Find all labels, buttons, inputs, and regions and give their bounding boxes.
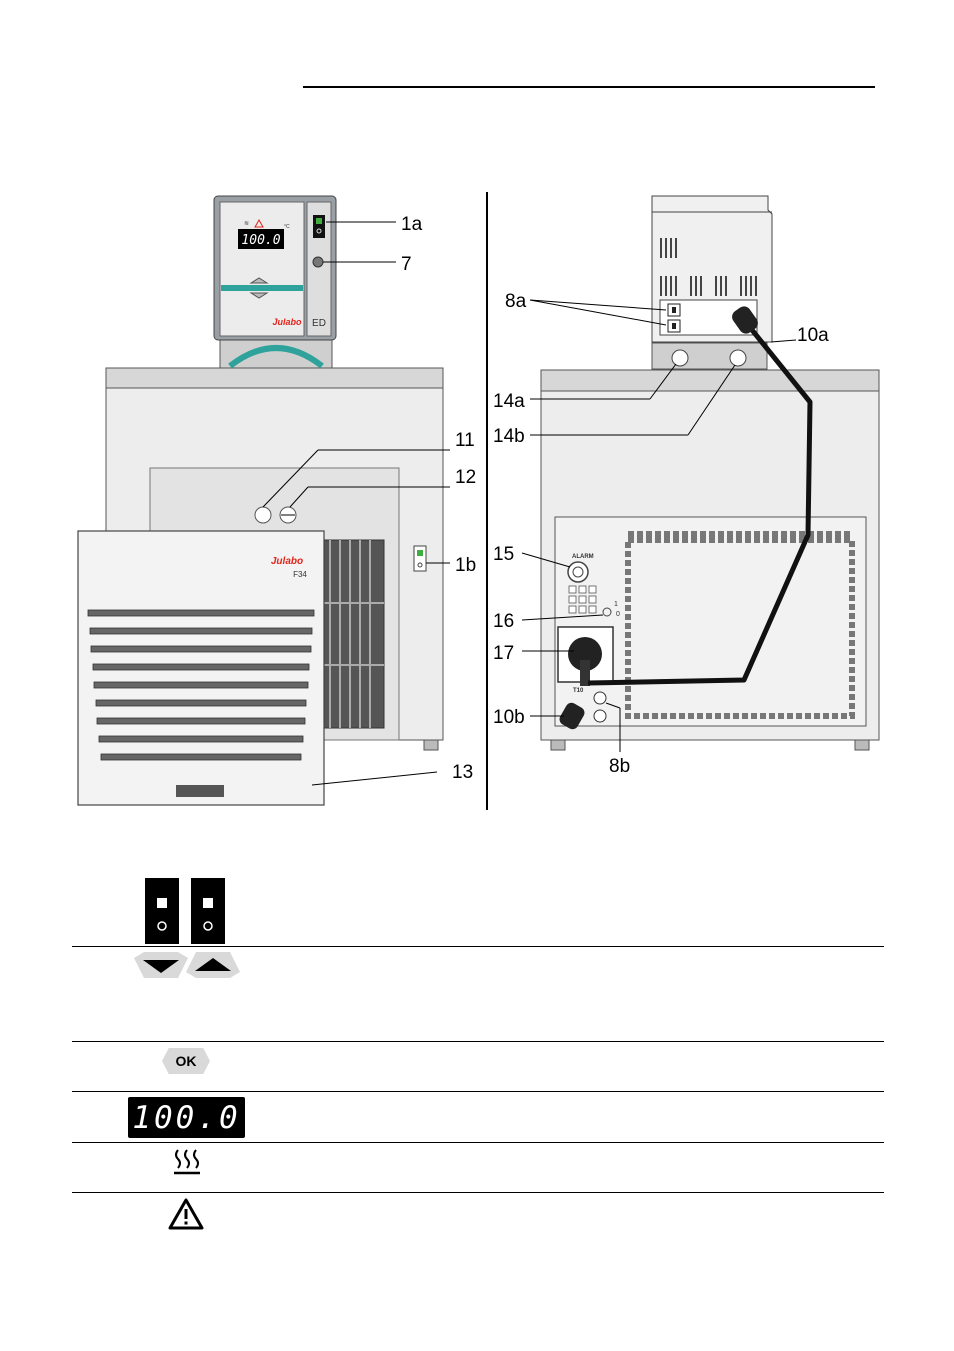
svg-text:ED: ED (312, 318, 326, 329)
svg-text:0: 0 (616, 611, 620, 618)
ok-button-icon: OK (162, 1048, 210, 1074)
bath-drain-cap (254, 506, 272, 524)
svg-text:Julabo: Julabo (272, 317, 302, 327)
instrument-illustration: 100.0 °C ≋ Julabo ED Julabo F34 1a 7 1 (77, 192, 880, 810)
pump-connector-14a (671, 349, 689, 367)
header-rule (303, 86, 875, 88)
callout-8b: 8b (609, 756, 630, 777)
mains-switches-icon (145, 878, 225, 944)
heater-icon (174, 1149, 200, 1175)
front-cover-handle (176, 785, 224, 797)
callout-14a: 14a (493, 391, 525, 412)
pump-connector-14b (729, 349, 747, 367)
rear-vent-frame (625, 537, 855, 719)
rear-panel (554, 516, 867, 727)
svg-text:T10: T10 (573, 688, 584, 694)
legend-divider (72, 1142, 884, 1143)
legend-divider (72, 1192, 884, 1193)
heater-indicator-icon: ≋ (244, 221, 249, 227)
svg-text:ALARM: ALARM (572, 554, 594, 560)
callout-15: 15 (493, 544, 514, 565)
legend-divider (72, 1091, 884, 1092)
callout-1a: 1a (401, 214, 423, 235)
callout-16: 16 (493, 611, 514, 632)
callout-13: 13 (452, 762, 473, 783)
fuse-holder-lower (593, 709, 607, 723)
svg-text:°C: °C (284, 224, 290, 230)
svg-text:Julabo: Julabo (271, 556, 303, 567)
callout-1b: 1b (455, 555, 476, 576)
callout-14b: 14b (493, 426, 525, 447)
voltage-switch (602, 607, 612, 617)
controller-handle (228, 345, 324, 369)
svg-text:F34: F34 (293, 570, 307, 579)
rear-vent-holes (568, 585, 597, 614)
arrow-keys-icon (134, 952, 240, 978)
legend-divider (72, 946, 884, 947)
mains-plug (568, 637, 602, 671)
chiller-top-strip (105, 367, 444, 389)
alarm-socket (567, 561, 589, 583)
led-display-icon: 100.0 (128, 1097, 245, 1138)
warning-triangle-icon (168, 1198, 204, 1230)
cable-socket-10b (559, 702, 585, 730)
chiller-foot (423, 739, 439, 751)
callout-12: 12 (455, 467, 476, 488)
rear-controller-base (651, 342, 768, 370)
svg-text:1: 1 (614, 601, 618, 608)
callout-8a: 8a (505, 291, 527, 312)
callout-17: 17 (493, 643, 514, 664)
svg-text:100.0: 100.0 (241, 233, 280, 248)
callout-7: 7 (401, 254, 412, 275)
alarm-indicator-icon (254, 218, 264, 228)
setpoint-knob-7 (312, 256, 324, 268)
rear-controller-vents (660, 238, 757, 296)
front-cover-louvres (87, 609, 315, 761)
callout-10b: 10b (493, 707, 525, 728)
callout-10a: 10a (797, 325, 829, 346)
condenser-grille (319, 539, 385, 729)
controller-display (238, 229, 284, 249)
arrow-up-button-small (249, 277, 269, 284)
callout-11: 11 (455, 430, 475, 451)
controller-front-panel (219, 201, 305, 337)
legend-divider (72, 1041, 884, 1042)
arrow-down-button-small (249, 292, 269, 299)
connecting-cable (587, 318, 813, 686)
cable-plug-10a (732, 306, 758, 334)
fuse-holder-upper (593, 691, 607, 705)
